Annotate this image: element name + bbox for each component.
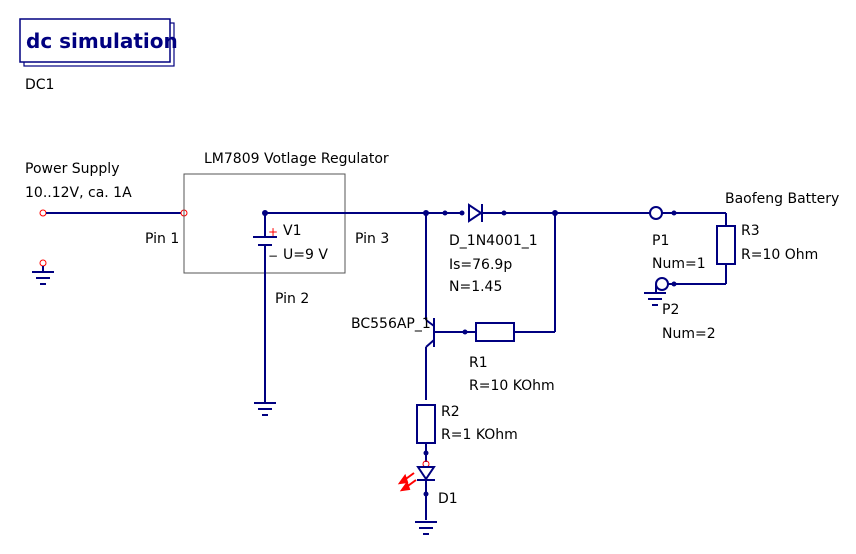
p2-name: P2 — [662, 302, 679, 318]
led-d1[interactable] — [416, 466, 436, 520]
transistor-base-dot — [462, 329, 468, 335]
v1-minus-sign: − — [268, 249, 278, 263]
v1-name: V1 — [283, 223, 301, 239]
led-cathode-dot — [423, 491, 429, 497]
regulator-pin1: Pin 1 — [145, 231, 179, 247]
r3-name: R3 — [741, 223, 760, 239]
simulation-name: DC1 — [25, 77, 54, 93]
p1-num: Num=1 — [652, 256, 706, 272]
d1n4001-is: Is=76.9p — [449, 257, 512, 273]
d1n4001-n: N=1.45 — [449, 279, 502, 295]
power-supply-port[interactable] — [39, 209, 47, 217]
ground-symbol-left — [32, 259, 54, 285]
p1-name: P1 — [652, 233, 669, 249]
ground-symbol-p2 — [644, 284, 666, 306]
diode-anode-dot — [459, 210, 465, 216]
ground-symbol-v1 — [254, 395, 276, 416]
regulator-label: LM7809 Votlage Regulator — [204, 151, 389, 167]
r3-value: R=10 Ohm — [741, 247, 818, 263]
r1-value: R=10 KOhm — [469, 378, 555, 394]
ground-symbol-led — [415, 521, 437, 535]
d1-name: D1 — [438, 491, 458, 507]
regulator-pin3: Pin 3 — [355, 231, 389, 247]
v1-value: U=9 V — [283, 247, 328, 263]
r2-name: R2 — [441, 404, 460, 420]
v1-plus-sign: + — [268, 225, 278, 239]
resistor-r1[interactable] — [475, 322, 515, 342]
p2-num: Num=2 — [662, 326, 716, 342]
r2-value: R=1 KOhm — [441, 427, 518, 443]
r1-name: R1 — [469, 355, 488, 371]
regulator-pin2: Pin 2 — [275, 291, 309, 307]
transistor-name: BC556AP_1 — [351, 316, 431, 332]
transistor-bc556[interactable] — [425, 213, 476, 400]
power-supply-spec: 10..12V, ca. 1A — [25, 185, 132, 201]
dc-simulation-block[interactable]: dc simulation — [19, 18, 178, 67]
junction-p2 — [671, 281, 677, 287]
simulation-title: dc simulation — [26, 29, 178, 53]
junction-r2-led — [423, 450, 429, 456]
junction-p1 — [671, 210, 677, 216]
junction-rail-right — [442, 210, 448, 216]
resistor-r2[interactable] — [416, 404, 436, 444]
v1-source[interactable] — [253, 213, 277, 395]
power-supply-label: Power Supply — [25, 161, 120, 177]
led-light-arrows — [397, 472, 417, 492]
battery-label: Baofeng Battery — [725, 191, 839, 207]
d1n4001-name: D_1N4001_1 — [449, 233, 538, 249]
port-p2[interactable] — [655, 277, 669, 291]
resistor-r3[interactable] — [716, 225, 736, 265]
port-p1[interactable] — [649, 206, 663, 220]
